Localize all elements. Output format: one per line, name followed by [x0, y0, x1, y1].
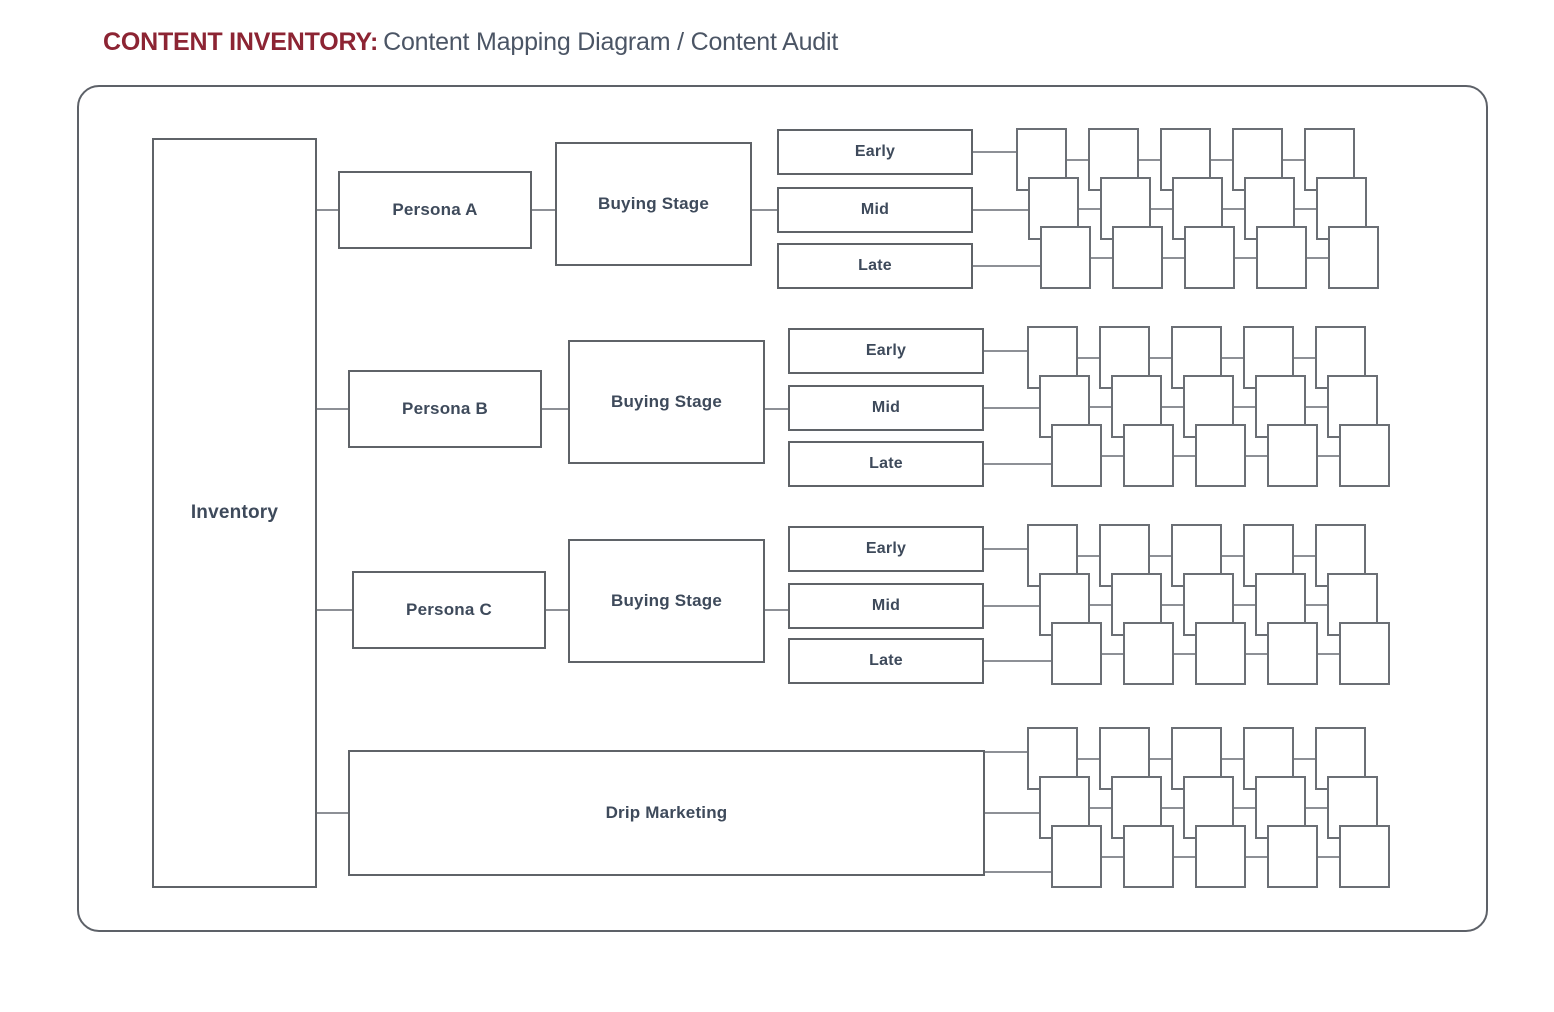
stage-box-persona-a-mid-label: Mid — [860, 201, 890, 218]
connector-inventory-persona-a — [317, 209, 338, 211]
content-item-box[interactable] — [1051, 424, 1102, 487]
stage-box-persona-c-mid-label: Mid — [871, 597, 901, 614]
content-item-box[interactable] — [1256, 226, 1307, 289]
page-title-emphasis: CONTENT INVENTORY: — [103, 28, 379, 56]
connector-inventory-persona-b — [317, 408, 348, 410]
content-item-box[interactable] — [1051, 622, 1102, 685]
connector-persona-b-stage-2-to-items — [984, 463, 1057, 465]
stage-box-persona-a-late-label: Late — [858, 257, 892, 274]
connector-persona-c-to-stages — [765, 609, 788, 611]
connector-persona-c-stage-2-to-items — [984, 660, 1057, 662]
persona-box-persona-c-label: Persona C — [406, 600, 492, 619]
stage-box-persona-b-mid-label: Mid — [871, 399, 901, 416]
connector-drip-marketing-row-2 — [985, 871, 1057, 873]
stage-box-persona-c-late[interactable]: Late — [788, 638, 984, 684]
connector-persona-b-to-stages — [765, 408, 788, 410]
connector-persona-a-stage-2-to-items — [973, 265, 1046, 267]
content-item-box[interactable] — [1267, 825, 1318, 888]
content-item-box[interactable] — [1123, 424, 1174, 487]
content-item-box[interactable] — [1267, 424, 1318, 487]
connector-persona-b-stage-1-to-items — [984, 407, 1045, 409]
connector-inventory-persona-c — [317, 609, 352, 611]
stage-box-persona-c-early-label: Early — [865, 540, 907, 557]
buying-stage-box-persona-a[interactable]: Buying Stage — [555, 142, 752, 266]
connector-drip-marketing-row-1 — [985, 812, 1045, 814]
page-title: CONTENT INVENTORY:Content Mapping Diagra… — [103, 28, 838, 57]
stage-box-persona-a-late[interactable]: Late — [777, 243, 973, 289]
content-item-box[interactable] — [1267, 622, 1318, 685]
persona-box-persona-a-label: Persona A — [392, 200, 478, 219]
buying-stage-box-persona-b[interactable]: Buying Stage — [568, 340, 765, 464]
branch-box-drip-marketing[interactable]: Drip Marketing — [348, 750, 985, 876]
stage-box-persona-a-early[interactable]: Early — [777, 129, 973, 175]
content-item-box[interactable] — [1051, 825, 1102, 888]
stage-box-persona-b-late[interactable]: Late — [788, 441, 984, 487]
content-item-box[interactable] — [1040, 226, 1091, 289]
content-item-box[interactable] — [1328, 226, 1379, 289]
content-item-box[interactable] — [1339, 424, 1390, 487]
connector-persona-a-to-stagegroup — [532, 209, 555, 211]
content-item-box[interactable] — [1123, 825, 1174, 888]
connector-persona-c-stage-0-to-items — [984, 548, 1033, 550]
content-item-box[interactable] — [1195, 825, 1246, 888]
connector-persona-c-stage-1-to-items — [984, 605, 1045, 607]
stage-box-persona-a-early-label: Early — [854, 143, 896, 160]
content-item-box[interactable] — [1339, 622, 1390, 685]
content-item-box[interactable] — [1339, 825, 1390, 888]
stage-box-persona-b-mid[interactable]: Mid — [788, 385, 984, 431]
persona-box-persona-b-label: Persona B — [402, 399, 488, 418]
persona-box-persona-b[interactable]: Persona B — [348, 370, 542, 448]
inventory-box-label: Inventory — [190, 502, 279, 523]
page-title-subtitle: Content Mapping Diagram / Content Audit — [383, 28, 839, 56]
inventory-box[interactable]: Inventory — [152, 138, 317, 888]
stage-box-persona-c-late-label: Late — [869, 652, 903, 669]
persona-box-persona-c[interactable]: Persona C — [352, 571, 546, 649]
content-item-box[interactable] — [1123, 622, 1174, 685]
stage-box-persona-b-early[interactable]: Early — [788, 328, 984, 374]
connector-persona-a-stage-0-to-items — [973, 151, 1022, 153]
connector-persona-a-stage-1-to-items — [973, 209, 1034, 211]
stage-box-persona-b-late-label: Late — [869, 455, 903, 472]
connector-drip-marketing-row-0 — [985, 751, 1033, 753]
connector-persona-b-stage-0-to-items — [984, 350, 1033, 352]
stage-box-persona-c-mid[interactable]: Mid — [788, 583, 984, 629]
connector-inventory-drip-marketing — [317, 812, 348, 814]
content-item-box[interactable] — [1112, 226, 1163, 289]
buying-stage-box-persona-a-label: Buying Stage — [597, 194, 710, 213]
connector-persona-b-to-stagegroup — [542, 408, 568, 410]
content-item-box[interactable] — [1184, 226, 1235, 289]
content-item-box[interactable] — [1183, 776, 1234, 839]
content-item-box[interactable] — [1195, 622, 1246, 685]
stage-box-persona-b-early-label: Early — [865, 342, 907, 359]
buying-stage-box-persona-b-label: Buying Stage — [610, 392, 723, 411]
stage-box-persona-a-mid[interactable]: Mid — [777, 187, 973, 233]
buying-stage-box-persona-c-label: Buying Stage — [610, 591, 723, 610]
stage-box-persona-c-early[interactable]: Early — [788, 526, 984, 572]
buying-stage-box-persona-c[interactable]: Buying Stage — [568, 539, 765, 663]
branch-box-drip-marketing-label: Drip Marketing — [605, 803, 728, 822]
connector-persona-a-to-stages — [752, 209, 777, 211]
persona-box-persona-a[interactable]: Persona A — [338, 171, 532, 249]
connector-persona-c-to-stagegroup — [546, 609, 568, 611]
content-item-box[interactable] — [1195, 424, 1246, 487]
